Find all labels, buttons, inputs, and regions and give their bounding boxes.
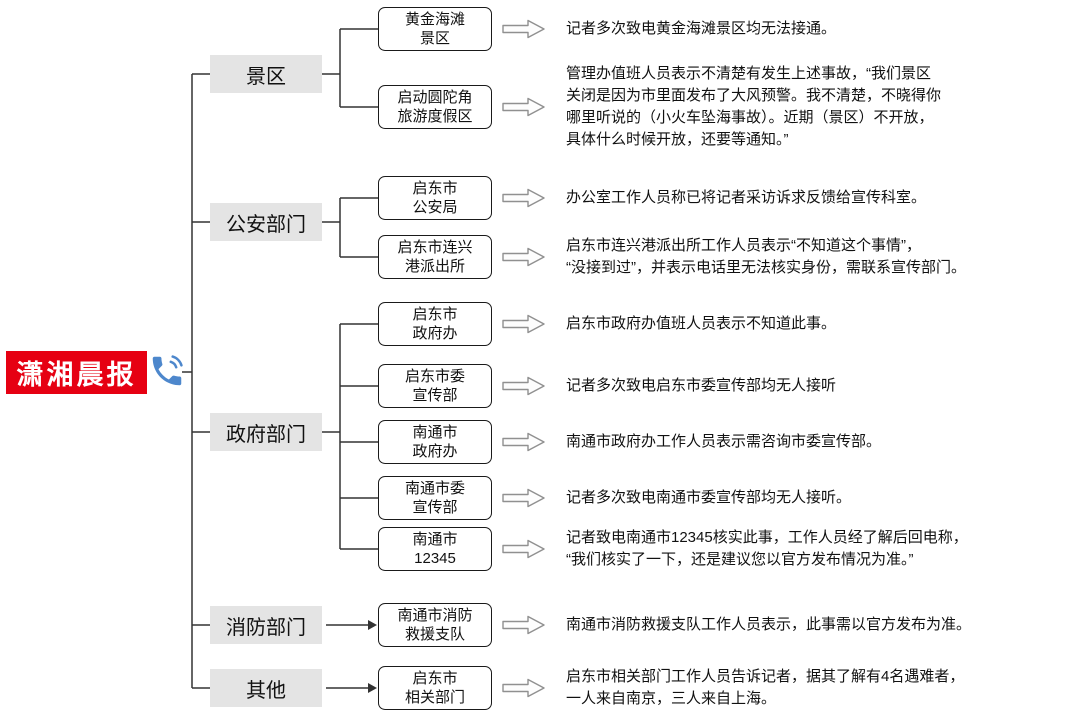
org-box-line: 南通市 xyxy=(412,531,458,548)
flow-arrow-icon xyxy=(502,97,545,117)
org-box: 启东市连兴 港派出所 xyxy=(378,235,492,279)
org-box-line: 启东市 xyxy=(412,180,458,197)
flow-arrow-icon xyxy=(502,678,545,698)
category-police: 公安部门 xyxy=(210,203,322,241)
org-box: 启东市 公安局 xyxy=(378,176,492,220)
org-box: 启东市 政府办 xyxy=(378,302,492,346)
category-fire-dept: 消防部门 xyxy=(210,606,322,644)
org-box-line: 启动圆陀角 xyxy=(397,89,473,106)
result-text: 启东市连兴港派出所工作人员表示“不知道这个事情”， “没接到过”，并表示电话里无… xyxy=(566,237,966,276)
result-text: 记者多次致电黄金海滩景区均无法接通。 xyxy=(566,20,837,37)
org-box-line: 景区 xyxy=(419,30,450,47)
org-box-line: 南通市委 xyxy=(404,480,465,497)
org-box-line: 启东市 xyxy=(412,306,458,323)
org-box-line: 政府办 xyxy=(412,443,458,460)
category-other: 其他 xyxy=(210,669,322,707)
brand-logo: 潇湘晨报 xyxy=(6,351,147,394)
org-box-line: 南通市 xyxy=(412,424,458,441)
org-box: 南通市 政府办 xyxy=(378,420,492,464)
org-box-line: 启东市连兴 xyxy=(397,239,473,256)
org-box: 南通市消防 救援支队 xyxy=(378,603,492,647)
result-text: 启东市政府办值班人员表示不知道此事。 xyxy=(566,315,837,332)
flow-arrow-icon xyxy=(502,488,545,508)
org-box-line: 政府办 xyxy=(412,325,458,342)
org-box-line: 宣传部 xyxy=(412,499,458,516)
org-box-line: 旅游度假区 xyxy=(397,108,473,125)
org-box-line: 12345 xyxy=(414,550,456,567)
flow-arrow-icon xyxy=(502,376,545,396)
org-box-line: 南通市消防 xyxy=(397,607,473,624)
org-box-line: 公安局 xyxy=(412,199,458,216)
result-text: 记者多次致电南通市委宣传部均无人接听。 xyxy=(566,489,852,506)
result-text: 办公室工作人员称已将记者采访诉求反馈给宣传科室。 xyxy=(566,189,927,206)
result-text: 南通市消防救援支队工作人员表示，此事需以官方发布为准。 xyxy=(566,616,972,633)
category-scenic-area: 景区 xyxy=(210,55,322,93)
category-government: 政府部门 xyxy=(210,413,322,451)
result-text: 记者多次致电启东市委宣传部均无人接听 xyxy=(566,377,837,394)
org-box: 启动圆陀角 旅游度假区 xyxy=(378,85,492,129)
flow-arrow-icon xyxy=(502,314,545,334)
org-box: 黄金海滩 景区 xyxy=(378,7,492,51)
org-box-line: 相关部门 xyxy=(404,689,465,706)
flow-arrow-icon xyxy=(502,19,545,39)
org-box: 南通市 12345 xyxy=(378,527,492,571)
result-text: 南通市政府办工作人员表示需咨询市委宣传部。 xyxy=(566,433,882,450)
org-box: 启东市 相关部门 xyxy=(378,666,492,710)
result-text: 记者致电南通市12345核实此事，工作人员经了解后回电称， “我们核实了一下，还… xyxy=(566,529,968,568)
flow-arrow-icon xyxy=(502,539,545,559)
phone-icon xyxy=(152,355,183,386)
flow-arrow-icon xyxy=(502,432,545,452)
org-box-line: 救援支队 xyxy=(404,626,465,643)
org-box-line: 启东市委 xyxy=(404,368,465,385)
flow-arrow-icon xyxy=(502,615,545,635)
org-box-line: 黄金海滩 xyxy=(404,11,465,28)
org-box-line: 宣传部 xyxy=(412,387,458,404)
org-box: 南通市委 宣传部 xyxy=(378,476,492,520)
org-box: 启东市委 宣传部 xyxy=(378,364,492,408)
flow-arrow-icon xyxy=(502,247,545,267)
org-box-line: 启东市 xyxy=(412,670,458,687)
org-box-line: 港派出所 xyxy=(404,258,465,275)
flow-arrow-icon xyxy=(502,188,545,208)
result-text: 管理办值班人员表示不清楚有发生上述事故，“我们景区 关闭是因为市里面发布了大风预… xyxy=(566,65,942,148)
result-text: 启东市相关部门工作人员告诉记者，据其了解有4名遇难者， 一人来自南京，三人来自上… xyxy=(566,668,965,707)
